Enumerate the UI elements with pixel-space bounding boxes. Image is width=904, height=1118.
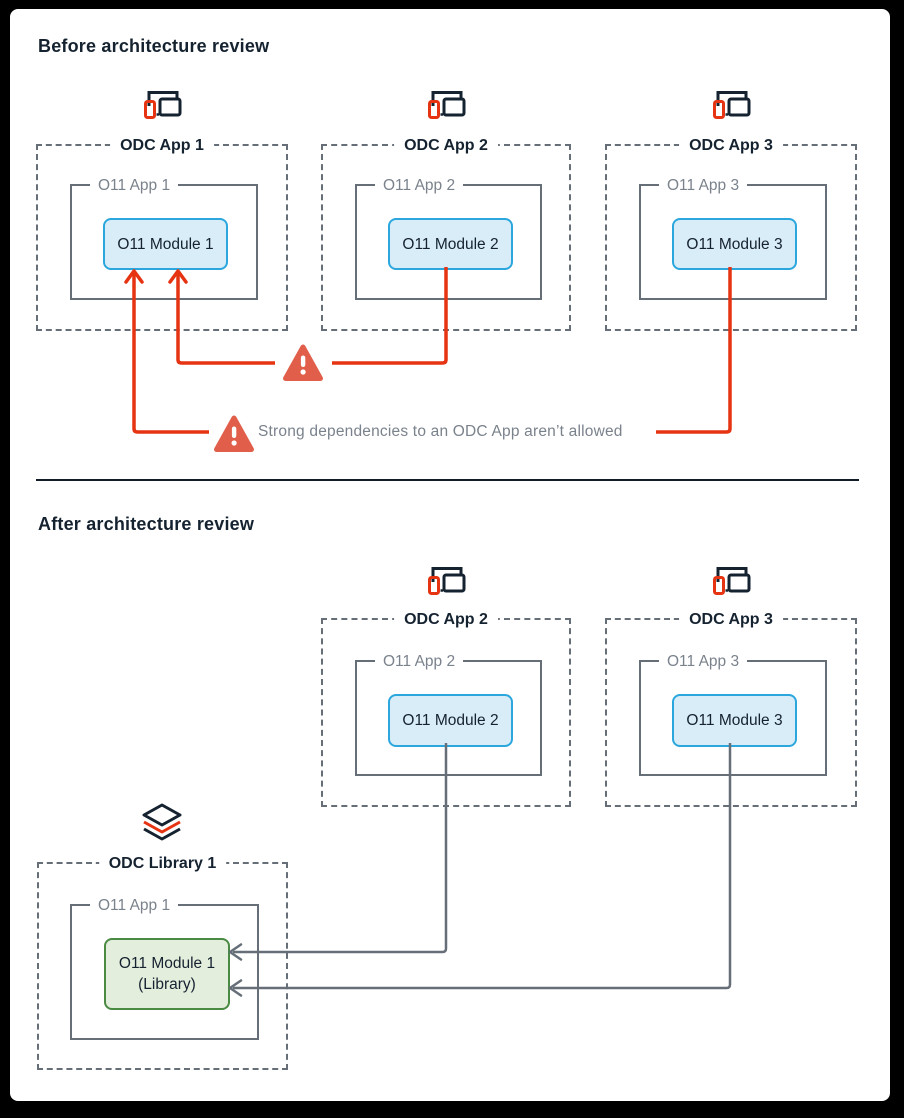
odc-app-2-label: ODC App 2 — [394, 609, 498, 631]
odc-app-3-label: ODC App 3 — [679, 135, 783, 157]
o11-module-2-label: O11 Module 2 — [402, 712, 499, 729]
o11-app-2-label: O11 App 2 — [375, 652, 464, 672]
odc-app-3-label: ODC App 3 — [679, 609, 783, 631]
devices-icon — [710, 563, 752, 599]
o11-app-1-label: O11 App 1 — [90, 176, 179, 196]
o11-app-2-box: O11 App 2 O11 Module 2 — [355, 652, 542, 776]
odc-app-3-container-after: ODC App 3 O11 App 3 O11 Module 3 — [605, 609, 857, 807]
odc-app-1-container: ODC App 1 O11 App 1 O11 Module 1 — [36, 135, 288, 331]
o11-module-3-box: O11 Module 3 — [672, 694, 797, 747]
o11-module-3-label: O11 Module 3 — [686, 712, 783, 729]
o11-app-3-box: O11 App 3 O11 Module 3 — [639, 652, 827, 776]
o11-module-1-box: O11 Module 1 — [103, 218, 228, 270]
devices-icon — [425, 87, 467, 123]
before-section-title: Before architecture review — [38, 36, 270, 56]
devices-icon — [425, 563, 467, 599]
odc-app-2-label: ODC App 2 — [394, 135, 498, 157]
o11-app-1-label: O11 App 1 — [90, 896, 179, 916]
after-section-title: After architecture review — [38, 514, 255, 534]
o11-app-3-box: O11 App 3 O11 Module 3 — [639, 176, 827, 300]
o11-app-2-label: O11 App 2 — [375, 176, 464, 196]
o11-module-1-library-box: O11 Module 1 (Library) — [104, 938, 230, 1010]
layers-icon — [140, 802, 184, 844]
odc-library-1-label: ODC Library 1 — [98, 853, 227, 875]
o11-app-2-box: O11 App 2 O11 Module 2 — [355, 176, 542, 300]
odc-app-2-container-after: ODC App 2 O11 App 2 O11 Module 2 — [321, 609, 571, 807]
o11-module-2-label: O11 Module 2 — [402, 235, 499, 253]
section-divider — [36, 479, 859, 481]
o11-app-1-box: O11 App 1 O11 Module 1 — [70, 176, 258, 300]
o11-module-2-box: O11 Module 2 — [388, 218, 513, 270]
o11-module-3-box: O11 Module 3 — [672, 218, 797, 270]
o11-module-3-label: O11 Module 3 — [686, 235, 783, 253]
o11-app-3-label: O11 App 3 — [659, 652, 748, 672]
o11-module-1-library-label-line1: O11 Module 1 — [118, 955, 216, 972]
o11-app-3-label: O11 App 3 — [659, 176, 748, 196]
o11-module-1-library-label-line2: (Library) — [138, 976, 196, 993]
odc-app-3-container: ODC App 3 O11 App 3 O11 Module 3 — [605, 135, 857, 331]
devices-icon — [141, 87, 183, 123]
odc-library-1-container: ODC Library 1 O11 App 1 O11 Module 1 (Li… — [37, 853, 288, 1070]
odc-app-1-label: ODC App 1 — [110, 135, 214, 157]
warning-message: Strong dependencies to an ODC App aren’t… — [258, 423, 623, 440]
devices-icon — [710, 87, 752, 123]
odc-app-2-container: ODC App 2 O11 App 2 O11 Module 2 — [321, 135, 571, 331]
o11-app-1-box: O11 App 1 O11 Module 1 (Library) — [70, 896, 259, 1040]
o11-module-2-box: O11 Module 2 — [388, 694, 513, 747]
o11-module-1-label: O11 Module 1 — [117, 235, 214, 253]
